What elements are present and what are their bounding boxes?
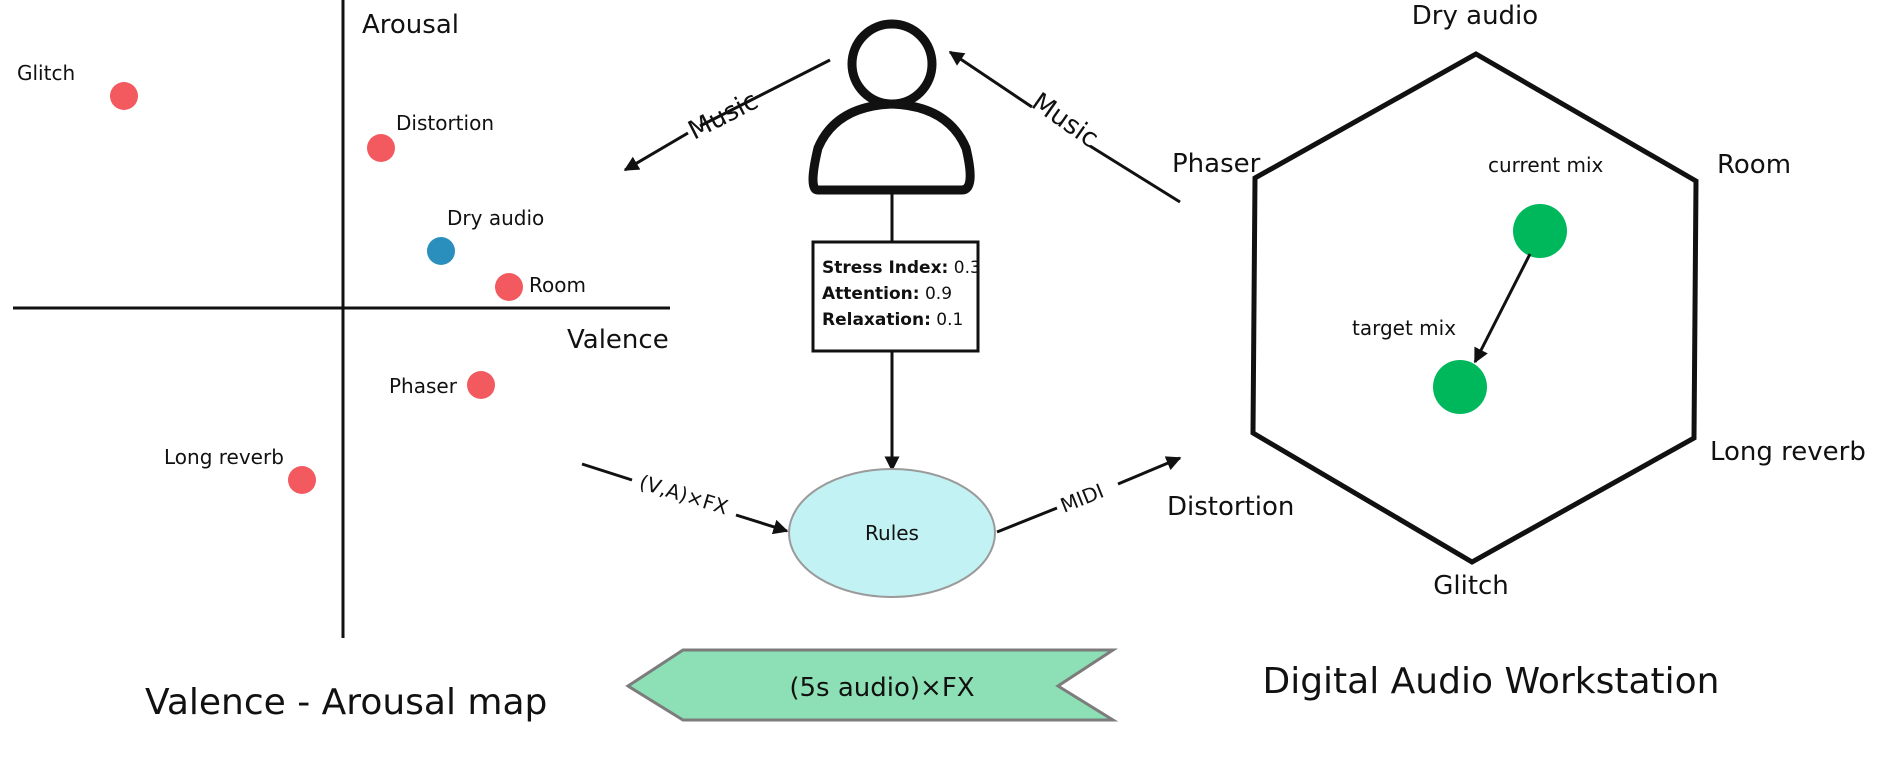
rules-node: Rules <box>788 468 996 598</box>
music-arrow-left: Music <box>623 58 831 172</box>
point-label-phaser: Phaser <box>389 374 458 398</box>
metric-relaxation: Relaxation: 0.1 <box>822 310 963 330</box>
music-right-label: Music <box>1026 87 1104 154</box>
current-mix-dot <box>1513 204 1567 258</box>
midi-arrow: MIDI <box>996 456 1182 534</box>
vertex-phaser: Phaser <box>1172 149 1261 179</box>
vertex-long-reverb: Long reverb <box>1710 437 1866 467</box>
valence-arousal-map: Arousal Valence Glitch Distortion Dry au… <box>13 0 670 723</box>
va-fx-label: (V,A)×FX <box>637 470 732 520</box>
current-mix-label: current mix <box>1488 153 1604 177</box>
point-phaser <box>467 371 495 399</box>
va-map-title: Valence - Arousal map <box>145 682 547 723</box>
vertex-dry-audio: Dry audio <box>1412 1 1538 31</box>
valence-axis-label: Valence <box>567 325 669 355</box>
daw-panel: Dry audio Room Long reverb Glitch Distor… <box>1167 1 1866 702</box>
point-label-dry-audio: Dry audio <box>447 206 544 230</box>
audio-fx-banner: (5s audio)×FX <box>625 648 1119 722</box>
biometric-box: Stress Index: 0.3 Attention: 0.9 Relaxat… <box>811 240 981 353</box>
point-distortion <box>367 134 395 162</box>
vertex-distortion: Distortion <box>1167 492 1294 522</box>
point-label-long-reverb: Long reverb <box>164 445 284 469</box>
point-room <box>495 273 523 301</box>
mix-move-arrow <box>1473 253 1532 364</box>
vertex-room: Room <box>1717 150 1791 180</box>
daw-title: Digital Audio Workstation <box>1262 661 1719 702</box>
target-mix-dot <box>1433 360 1487 414</box>
target-mix-label: target mix <box>1352 316 1456 340</box>
rules-label: Rules <box>865 521 919 545</box>
vertex-glitch: Glitch <box>1433 571 1509 601</box>
person-icon <box>808 19 975 195</box>
point-glitch <box>110 82 138 110</box>
arousal-axis-label: Arousal <box>362 10 459 40</box>
music-left-label: Music <box>684 86 764 146</box>
point-label-glitch: Glitch <box>17 61 75 85</box>
midi-label: MIDI <box>1057 479 1107 518</box>
music-arrow-right: Music <box>948 50 1181 204</box>
daw-hexagon <box>1250 51 1699 565</box>
point-label-distortion: Distortion <box>396 111 494 135</box>
point-long-reverb <box>288 466 316 494</box>
metric-attention: Attention: 0.9 <box>822 284 952 304</box>
point-label-room: Room <box>529 273 586 297</box>
va-fx-arrow: (V,A)×FX <box>581 462 789 535</box>
point-dry-audio <box>427 237 455 265</box>
banner-label: (5s audio)×FX <box>789 673 974 703</box>
metric-stress: Stress Index: 0.3 <box>822 258 981 278</box>
